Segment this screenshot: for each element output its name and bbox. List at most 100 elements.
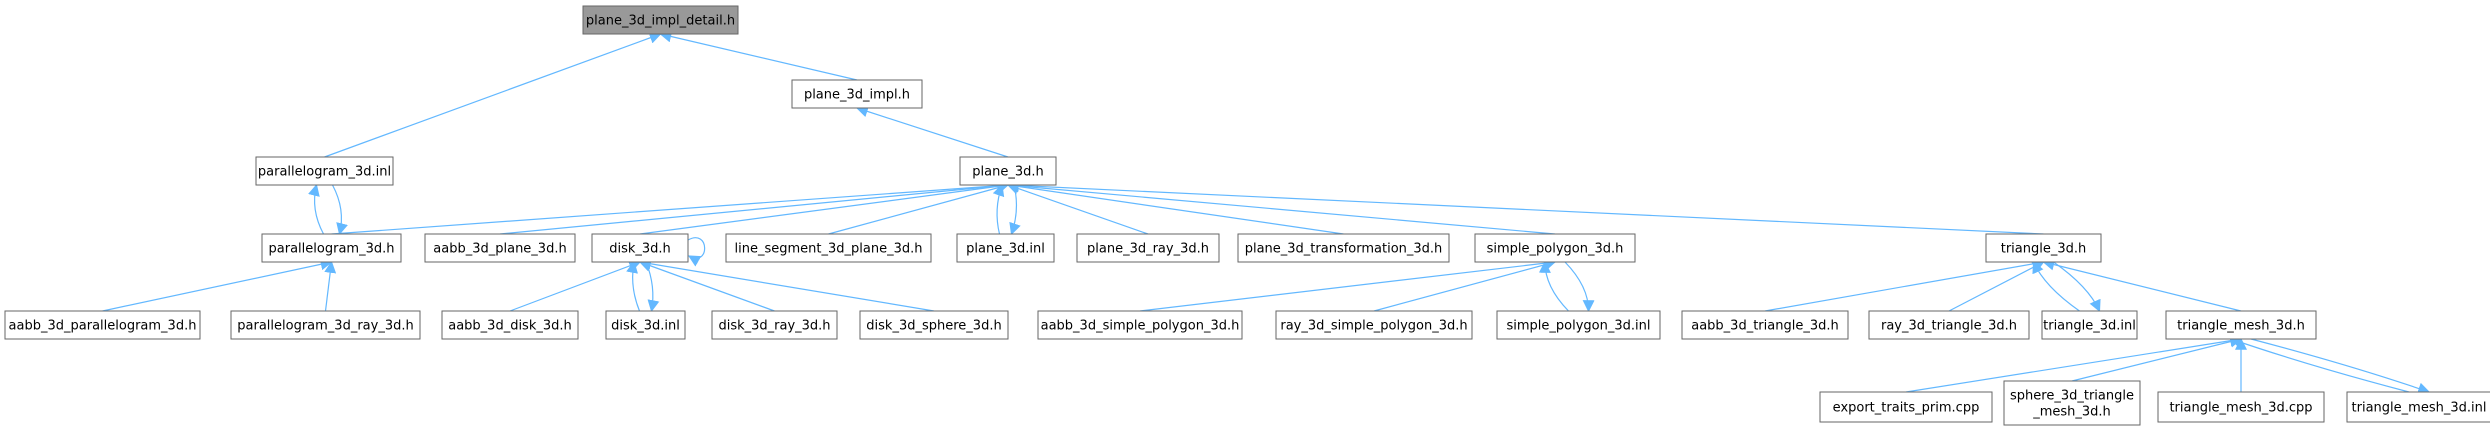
edge-ray_triangle-to-triangle_h: [1948, 261, 2045, 312]
node-box: [1037, 310, 1243, 340]
edge-triangle_mesh_h-to-triangle_mesh_inl: [2250, 338, 2431, 395]
node-label: aabb_3d_triangle_3d.h: [1691, 319, 1838, 334]
node-label: parallelogram_3d.inl: [258, 165, 391, 180]
edge-plane_impl-to-plane_impl_detail: [659, 30, 858, 81]
node-ray-triangle[interactable]: ray_3d_triangle_3d.h: [1868, 310, 2030, 340]
node-aabb-disk[interactable]: aabb_3d_disk_3d.h: [441, 310, 579, 340]
node-disk-ray[interactable]: disk_3d_ray_3d.h: [711, 310, 838, 340]
node-box: [956, 233, 1055, 263]
node-box: [582, 5, 739, 35]
edge-plane_transform-to-plane_h: [1006, 180, 1344, 235]
node-label: disk_3d_sphere_3d.h: [866, 319, 1001, 334]
node-triangle-mesh-h[interactable]: triangle_mesh_3d.h: [2165, 310, 2317, 340]
edge-line_seg_plane-to-plane_h: [828, 182, 1010, 235]
node-label: ray_3d_triangle_3d.h: [1881, 319, 2017, 334]
edge-simple_polygon_h-to-simple_polygon_inl: [1564, 261, 1595, 313]
node-box: [1681, 310, 1849, 340]
node-box: [1985, 233, 2102, 263]
node-triangle-inl[interactable]: triangle_3d.inl: [2041, 310, 2138, 340]
node-plane-impl[interactable]: plane_3d_impl.h: [791, 79, 923, 109]
edge-disk_h-to-disk_h: [687, 237, 706, 267]
edge-parallelogram_h-to-parallelogram_inl: [308, 183, 325, 235]
node-aabb-triangle[interactable]: aabb_3d_triangle_3d.h: [1681, 310, 1849, 340]
node-plane-h[interactable]: plane_3d.h: [959, 156, 1057, 186]
edge-parallelogram_inl-to-parallelogram_h: [331, 184, 348, 236]
node-triangle-mesh-inl[interactable]: triangle_mesh_3d.inl: [2346, 391, 2490, 423]
node-box: [255, 156, 394, 186]
edge-plane_h-to-plane_inl: [1009, 184, 1021, 236]
edge-aabb_parallelogram-to-parallelogram_h: [102, 258, 333, 312]
edge-disk_inl-to-disk_h: [626, 260, 641, 312]
node-parallelogram-h[interactable]: parallelogram_3d.h: [261, 233, 402, 263]
node-label: aabb_3d_disk_3d.h: [448, 319, 572, 334]
node-box: [711, 310, 838, 340]
node-box: [2165, 310, 2317, 340]
edge-parallelogram_inl-to-plane_impl_detail: [324, 32, 662, 158]
node-box: [725, 233, 932, 263]
edge-disk_h-to-disk_inl: [645, 261, 660, 313]
node-aabb-plane[interactable]: aabb_3d_plane_3d.h: [424, 233, 576, 263]
node-simple-polygon-h[interactable]: simple_polygon_3d.h: [1474, 233, 1636, 263]
node-box: [2003, 380, 2141, 426]
node-sphere-triangle-mesh[interactable]: sphere_3d_triangle_mesh_3d.h: [2003, 380, 2141, 426]
node-label: simple_polygon_3d.inl: [1507, 319, 1651, 334]
node-label: triangle_mesh_3d.h: [2177, 319, 2305, 334]
edge-triangle_inl-to-triangle_h: [2032, 260, 2080, 312]
edge-export_traits-to-triangle_mesh_h: [1905, 334, 2243, 393]
node-label: export_traits_prim.cpp: [1833, 401, 1980, 416]
node-disk-h[interactable]: disk_3d.h: [591, 233, 689, 263]
node-simple-polygon-inl[interactable]: simple_polygon_3d.inl: [1496, 310, 1661, 340]
edge-triangle_mesh_h-to-triangle_h: [2042, 258, 2242, 312]
node-triangle-h[interactable]: triangle_3d.h: [1985, 233, 2102, 263]
edge-aabb_simple_polygon-to-simple_polygon_h: [1139, 257, 1557, 312]
node-label: plane_3d_transformation_3d.h: [1245, 242, 1443, 257]
node-aabb-simple-polygon[interactable]: aabb_3d_simple_polygon_3d.h: [1037, 310, 1243, 340]
node-box: [959, 156, 1057, 186]
node-plane-transform[interactable]: plane_3d_transformation_3d.h: [1237, 233, 1450, 263]
node-box: [2157, 391, 2325, 423]
node-plane-impl-detail: plane_3d_impl_detail.h: [582, 5, 739, 35]
node-parallelogram-ray[interactable]: parallelogram_3d_ray_3d.h: [230, 310, 421, 340]
node-label: plane_3d_impl_detail.h: [586, 14, 735, 29]
node-parallelogram-inl[interactable]: parallelogram_3d.inl: [255, 156, 394, 186]
node-box: [791, 79, 923, 109]
edge-disk_h-to-plane_h: [639, 180, 1010, 235]
node-triangle-mesh-cpp[interactable]: triangle_mesh_3d.cpp: [2157, 391, 2325, 423]
node-plane-inl[interactable]: plane_3d.inl: [956, 233, 1055, 263]
edge-aabb_triangle-to-triangle_h: [1764, 257, 2045, 312]
node-label: aabb_3d_parallelogram_3d.h: [9, 319, 197, 334]
node-line-seg-plane[interactable]: line_segment_3d_plane_3d.h: [725, 233, 932, 263]
edge-ray_simple_polygon-to-simple_polygon_h: [1373, 259, 1557, 312]
node-label: line_segment_3d_plane_3d.h: [735, 242, 923, 257]
node-label: disk_3d.inl: [611, 319, 680, 334]
graph-nodes: plane_3d_impl_detail.h plane_3d_impl.hpar…: [4, 5, 2490, 426]
edge-aabb_disk-to-disk_h: [509, 260, 642, 312]
node-box: [605, 310, 686, 340]
node-box: [230, 310, 421, 340]
node-box: [424, 233, 576, 263]
node-box: [1237, 233, 1450, 263]
node-disk-inl[interactable]: disk_3d.inl: [605, 310, 686, 340]
node-box: [441, 310, 579, 340]
node-label: disk_3d_ray_3d.h: [718, 319, 830, 334]
edge-sphere_triangle_mesh-to-triangle_mesh_h: [2071, 335, 2243, 382]
edge-disk_sphere-to-disk_h: [638, 257, 935, 312]
node-label: parallelogram_3d.h: [269, 242, 395, 257]
edge-simple_polygon_h-to-plane_h: [1006, 179, 1556, 235]
node-label: sphere_3d_triangle: [2010, 389, 2134, 404]
node-label: ray_3d_simple_polygon_3d.h: [1280, 319, 1467, 334]
node-box: [1868, 310, 2030, 340]
edge-parallelogram_ray-to-parallelogram_h: [324, 260, 337, 312]
node-export-traits[interactable]: export_traits_prim.cpp: [1819, 391, 1993, 423]
node-label: aabb_3d_simple_polygon_3d.h: [1041, 319, 1240, 334]
edge-plane_inl-to-plane_h: [992, 183, 1005, 235]
edge-triangle_mesh_inl-to-triangle_mesh_h: [2229, 336, 2410, 393]
node-ray-simple-polygon[interactable]: ray_3d_simple_polygon_3d.h: [1275, 310, 1473, 340]
node-aabb-parallelogram[interactable]: aabb_3d_parallelogram_3d.h: [4, 310, 201, 340]
node-label: parallelogram_3d_ray_3d.h: [237, 319, 413, 334]
node-disk-sphere[interactable]: disk_3d_sphere_3d.h: [859, 310, 1009, 340]
node-box: [591, 233, 689, 263]
edge-plane_ray-to-plane_h: [1006, 182, 1149, 235]
node-plane-ray[interactable]: plane_3d_ray_3d.h: [1076, 233, 1220, 263]
edge-triangle_h-to-plane_h: [1006, 179, 2044, 235]
